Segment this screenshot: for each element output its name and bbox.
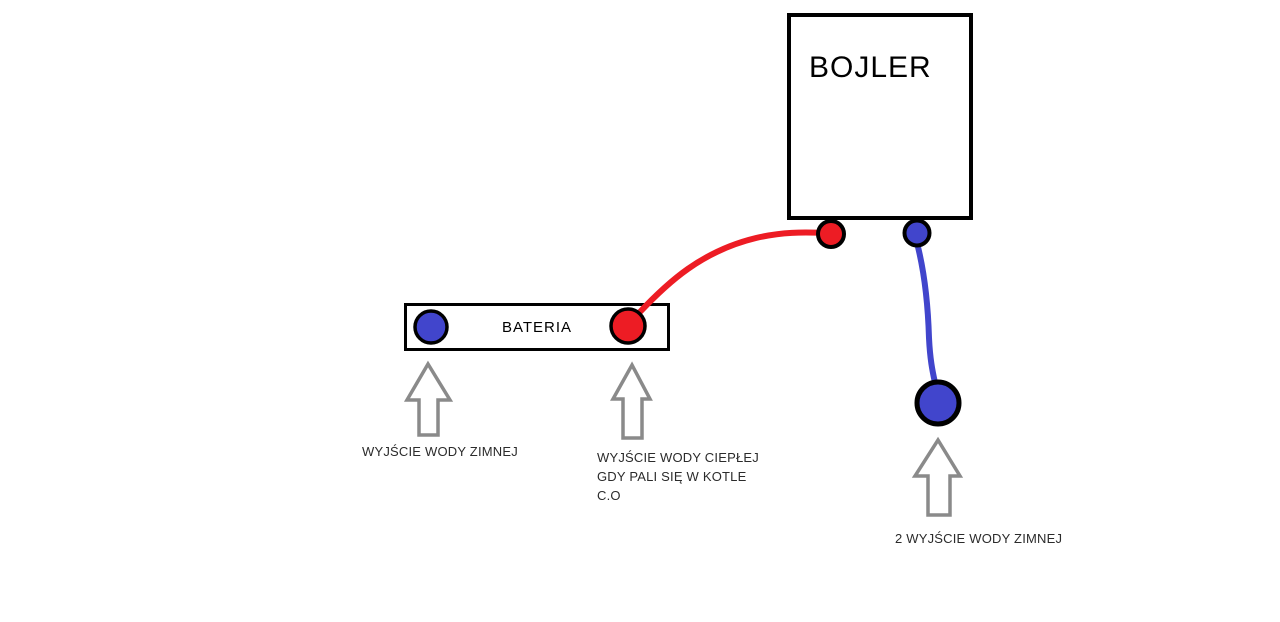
- tap-label: BATERIA: [501, 318, 573, 336]
- cold-water-pipe: [914, 240, 939, 390]
- cold-outlet-2-note: 2 WYJŚCIE WODY ZIMNEJ: [895, 531, 1063, 546]
- tap-box: BATERIA: [404, 303, 670, 351]
- boiler-box: BOJLER: [787, 13, 973, 220]
- arrow-up-icon-hot-tap: [610, 361, 653, 440]
- arrow-up-icon-cold-outlet: [911, 436, 964, 517]
- hot-outlet-note-line1: WYJŚCIE WODY CIEPŁEJ: [597, 450, 759, 465]
- hot-outlet-note-line2: GDY PALI SIĘ W KOTLE: [597, 469, 747, 484]
- hot-outlet-note: WYJŚCIE WODY CIEPŁEJ GDY PALI SIĘ W KOTL…: [597, 448, 759, 505]
- cold-outlet-note: WYJŚCIE WODY ZIMNEJ: [362, 444, 518, 459]
- boiler-label: BOJLER: [809, 51, 932, 84]
- boiler-cold-port: [902, 218, 932, 248]
- hot-water-pipe: [636, 229, 829, 316]
- arrow-up-icon-cold-tap: [403, 360, 454, 437]
- cold-outlet-port: [914, 379, 962, 427]
- boiler-hot-port: [816, 219, 846, 249]
- hot-outlet-note-line3: C.O: [597, 488, 621, 503]
